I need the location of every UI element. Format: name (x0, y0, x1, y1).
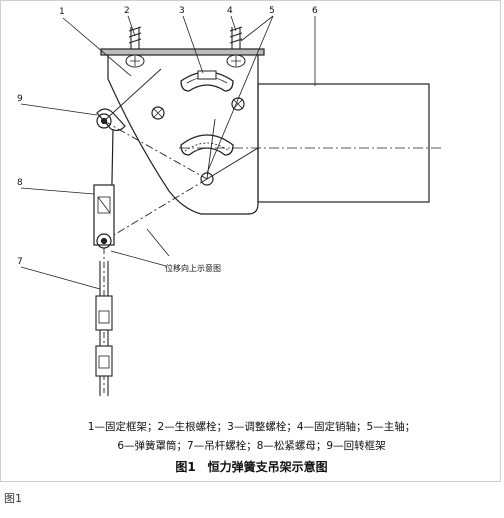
callout-6: 6 (312, 6, 318, 16)
anchor-bolt-left (125, 26, 145, 68)
callout-5: 5 (269, 6, 275, 16)
callout-3: 3 (179, 6, 185, 16)
legend-line-1: 1—固定框架；2—生根螺栓；3—调整螺栓；4—固定销轴；5—主轴； (87, 421, 416, 433)
leader-lines (20, 15, 316, 290)
figure-title: 图1 恒力弹簧支吊架示意图 (175, 460, 328, 474)
rotating-frame (96, 68, 208, 242)
main-shaft (200, 118, 259, 186)
callout-1: 1 (59, 7, 65, 17)
callout-9: 9 (17, 94, 23, 104)
figure-label: 图1 (4, 492, 22, 505)
spring-housing (257, 83, 430, 203)
callout-7: 7 (17, 257, 23, 267)
displacement-guide (110, 250, 167, 267)
adjusting-bolt-slot (180, 70, 234, 92)
fixed-frame-outline (107, 53, 259, 215)
fixed-pin-left (151, 106, 165, 120)
callout-2: 2 (124, 6, 130, 16)
callout-labels: 1 2 3 4 5 6 9 8 7 (17, 6, 318, 267)
spring-hanger-drawing: 1 2 3 4 5 6 9 8 7 位移向上示意图 (17, 6, 441, 396)
anchor-bolt-right (226, 26, 246, 68)
callout-8: 8 (17, 178, 23, 188)
callout-4: 4 (227, 6, 233, 16)
hanger-rod (95, 248, 113, 396)
turnbuckle-body (93, 184, 115, 249)
lower-arc-slot (180, 134, 234, 156)
legend-line-2: 6—弹簧罩筒；7—吊杆螺栓；8—松紧螺母；9—回转框架 (117, 440, 386, 452)
displacement-label: 位移向上示意图 (165, 263, 221, 273)
mounting-plate (100, 48, 265, 56)
figure-frame: 1 2 3 4 5 6 9 8 7 位移向上示意图 1—固定框架；2—生根螺栓；… (0, 0, 501, 482)
